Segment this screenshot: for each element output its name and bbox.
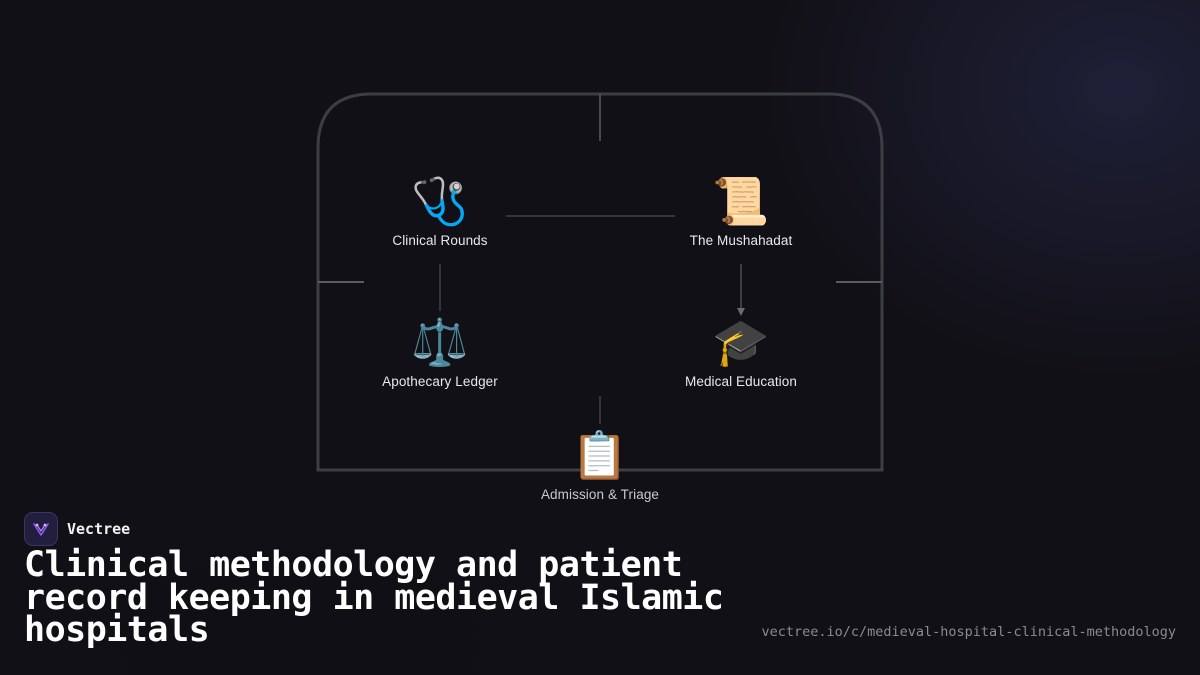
clipboard-icon: 📋 (571, 428, 629, 482)
node-clinical-rounds[interactable]: 🩺 Clinical Rounds (350, 173, 530, 248)
diagram-frame (316, 92, 884, 472)
node-label: Admission & Triage (540, 487, 660, 502)
node-label: Clinical Rounds (392, 233, 488, 248)
brand[interactable]: Vectree (24, 512, 130, 546)
node-apothecary-ledger[interactable]: ⚖️ Apothecary Ledger (350, 314, 530, 389)
node-label: Apothecary Ledger (382, 374, 498, 389)
node-medical-education[interactable]: 🎓 Medical Education (651, 314, 831, 389)
stethoscope-icon: 🩺 (411, 174, 469, 228)
node-mushahadat[interactable]: 📜 The Mushahadat (651, 173, 831, 248)
page-title: Clinical methodology and patient record … (24, 545, 724, 650)
scroll-icon: 📜 (712, 174, 770, 228)
page-url[interactable]: vectree.io/c/medieval-hospital-clinical-… (761, 624, 1176, 640)
vectree-logo-icon (24, 512, 58, 546)
node-admission-triage[interactable]: 📋 Admission & Triage (510, 427, 690, 502)
graduation-cap-icon: 🎓 (712, 315, 770, 369)
brand-name: Vectree (67, 520, 131, 538)
node-label: Medical Education (684, 374, 797, 389)
node-label: The Mushahadat (689, 233, 793, 248)
balance-scale-icon: ⚖️ (411, 315, 469, 369)
